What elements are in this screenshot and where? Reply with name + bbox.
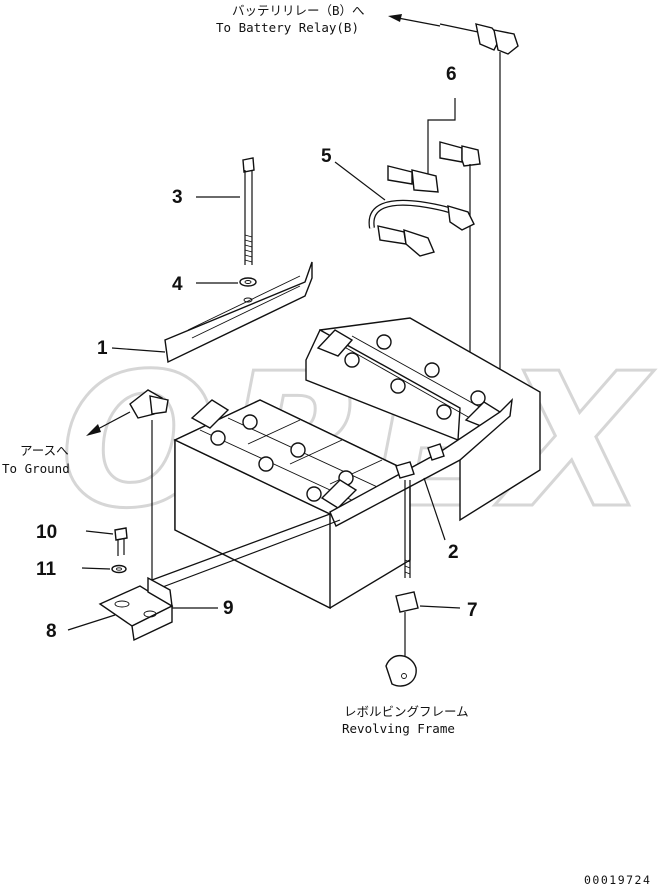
part-3-bolt [196,157,255,265]
callout-10: 10 [36,522,57,543]
part-8-bracket [67,576,218,642]
callout-11: 11 [36,559,57,580]
battery-rear [305,317,541,522]
part-4-washer [196,277,257,287]
relay-cable [439,23,519,405]
note-ground-en: To Ground [2,461,70,476]
callout-8: 8 [46,621,57,642]
arrow-to-battery-relay [388,14,441,27]
callout-6: 6 [446,64,457,85]
part-10-bolt [85,527,128,556]
note-frame-jp: レボルビングフレーム [344,704,469,719]
note-frame-en: Revolving Frame [342,721,455,736]
note-battery-relay-jp: バッテリリレー（B）へ [232,3,365,18]
part-5-cable [334,161,475,257]
part-2-clamp [329,398,513,541]
part-7-nut [385,480,461,687]
drawing-code: 00019724 [584,873,651,887]
callout-2: 2 [448,542,459,563]
battery-front [173,399,412,610]
part-1-hold-bar [111,261,313,364]
callout-1: 1 [97,338,108,359]
note-battery-relay-en: To Battery Relay(B) [216,20,359,35]
note-ground-jp: アースへ [20,443,69,458]
callout-7: 7 [467,600,478,621]
part-11-washer [81,564,127,574]
callout-4: 4 [172,274,183,295]
callout-9: 9 [223,598,234,619]
callout-3: 3 [172,187,183,208]
callout-5: 5 [321,146,332,167]
ground-cable [86,389,341,589]
